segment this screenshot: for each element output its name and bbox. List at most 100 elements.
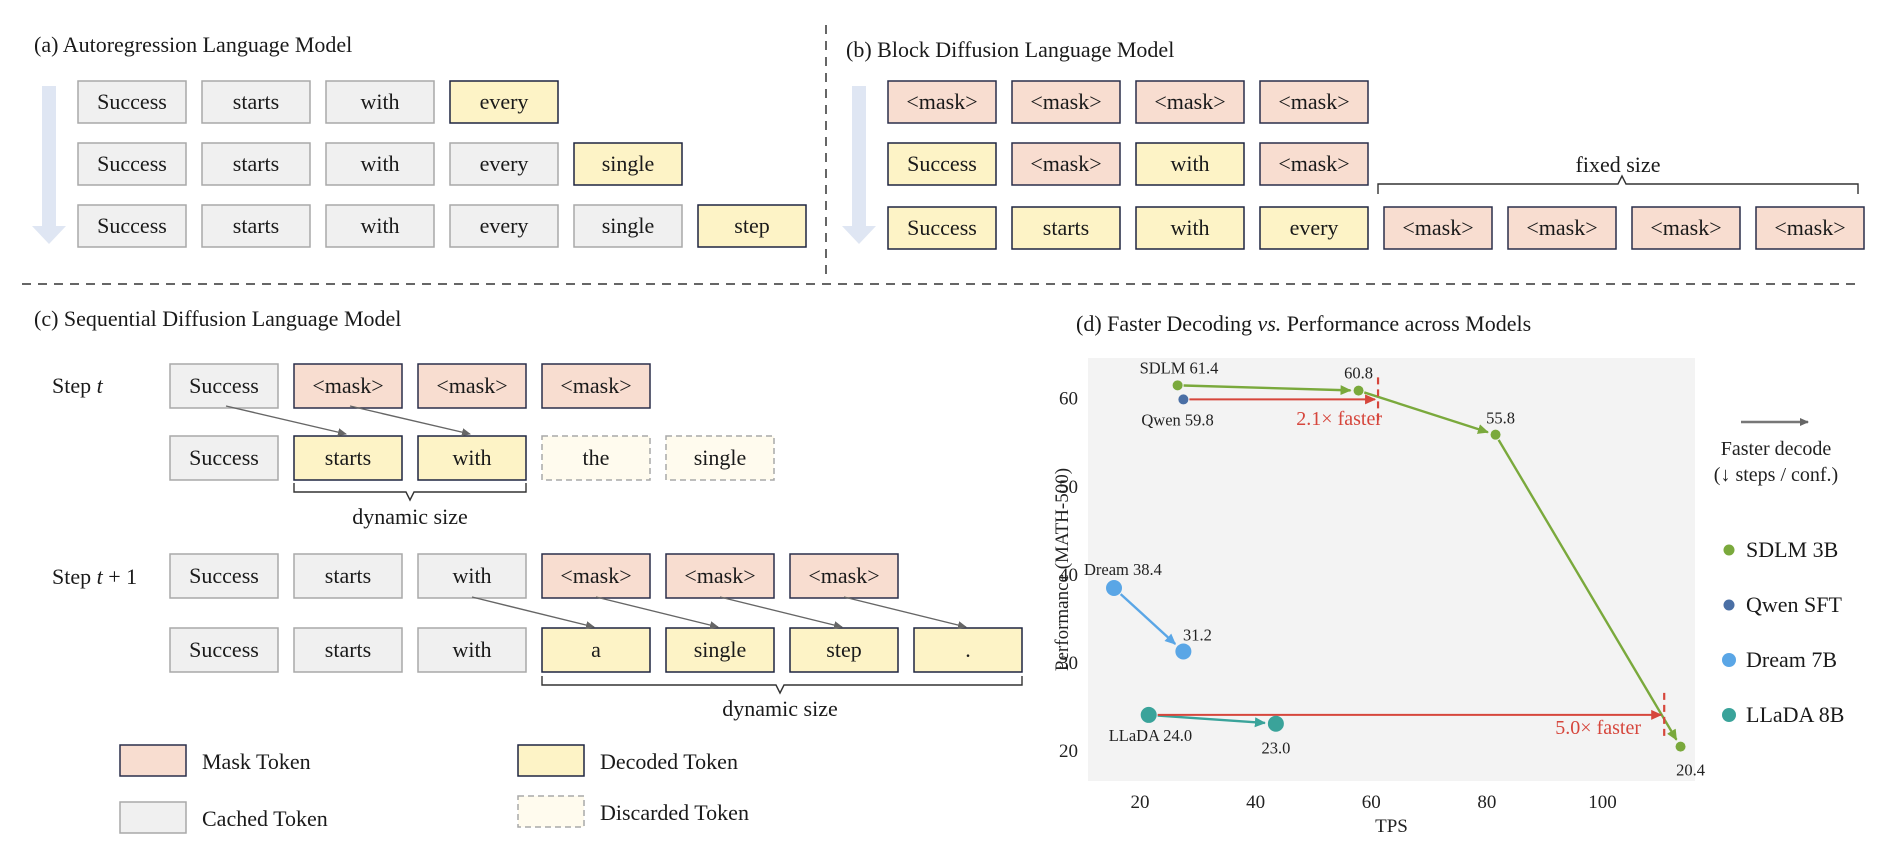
c-token-mask: <mask> [665,553,775,599]
c-token-text: step [826,637,861,662]
legend-cached-label: Cached Token [202,806,328,831]
a-token-cached: starts [201,80,311,124]
a-token-text: single [602,151,655,176]
c-token-cached: with [417,553,527,599]
trajectory-arrow [1157,714,1266,728]
panel-c-tokens: Success <mask> <mask> <mask> Success starts wi… [169,363,1023,673]
dynamic-size-label-2: dynamic size [722,696,837,721]
panel-c-title: (c) Sequential Diffusion Language Model [34,306,401,331]
b-token-text: with [1170,215,1209,240]
legend-mask-swatch [119,744,187,777]
chart-legend-marker [1722,708,1736,722]
a-token-text: with [360,213,399,238]
arrow-step-t-2 [349,405,471,437]
point-label: Qwen 59.8 [1141,410,1213,429]
b-token-mask: <mask> [1755,206,1865,250]
c-token-text: with [452,445,491,470]
panel-d-title: (d) Faster Decoding vs. Performance acro… [1076,311,1531,336]
chart-legend-label: Qwen SFT [1746,592,1843,617]
b-token-decoded: starts [1011,206,1121,250]
plot-area [1088,358,1695,781]
b-token-mask: <mask> [1631,206,1741,250]
y-tick-label: 20 [1059,741,1078,762]
c-token-text: starts [325,445,371,470]
x-tick-label: 40 [1246,792,1265,813]
data-point [1106,580,1123,597]
point-label: Dream 38.4 [1084,560,1162,579]
c-token-text: . [965,637,971,662]
chart-legend-marker [1723,544,1735,556]
b-token-decoded: every [1259,206,1369,250]
c-token-text: <mask> [312,373,383,398]
step-t-label: Step t [52,373,104,398]
x-tick-label: 20 [1131,792,1150,813]
x-tick-label: 100 [1588,792,1617,813]
a-token-text: every [480,213,529,238]
a-token-cached: with [325,142,435,186]
progress-arrow-a [32,86,66,244]
chart-legend-marker [1723,599,1735,611]
y-axis-label: Performance (MATH-500) [1052,468,1073,671]
a-token-text: single [602,213,655,238]
c-token-discarded: the [541,435,651,481]
fixed-size-label: fixed size [1576,152,1661,177]
b-token-text: <mask> [1526,215,1597,240]
a-token-cached: with [325,80,435,124]
b-token-text: every [1290,215,1339,240]
c-token-text: starts [325,563,371,588]
c-token-text: a [591,637,601,662]
b-token-text: starts [1043,215,1089,240]
a-token-decoded: step [697,204,807,248]
point-label: 20.4 [1676,761,1705,780]
faster-decode-note: (↓ steps / conf.) [1714,464,1838,486]
y-tick-label: 30 [1059,653,1078,674]
a-token-text: starts [233,89,279,114]
data-point [1175,643,1192,660]
b-token-text: <mask> [1278,89,1349,114]
dynamic-size-label-1: dynamic size [352,504,467,529]
b-token-text: <mask> [1774,215,1845,240]
point-label: 55.8 [1486,409,1515,428]
legend-mask-label: Mask Token [202,749,311,774]
legend-discarded-swatch [517,795,585,828]
b-token-mask: <mask> [1135,80,1245,124]
y-tick-label: 40 [1059,565,1078,586]
c-token-cached: Success [169,435,279,481]
a-token-cached: with [325,204,435,248]
legend: Mask Token Cached Token Decoded Token Di… [119,744,749,834]
c-token-decoded: starts [293,435,403,481]
b-token-text: <mask> [1278,151,1349,176]
c-token-text: single [694,445,747,470]
data-point [1140,706,1157,723]
b-token-mask: <mask> [1011,80,1121,124]
c-token-decoded: step [789,627,899,673]
a-token-cached: every [449,204,559,248]
a-token-text: every [480,151,529,176]
x-axis-label: TPS [1375,816,1408,837]
a-token-cached: single [573,204,683,248]
x-tick-label: 80 [1477,792,1496,813]
point-label: 60.8 [1344,364,1373,383]
chart-legend-marker [1722,653,1736,667]
c-token-mask: <mask> [541,363,651,409]
data-point [1172,380,1183,391]
a-token-decoded: single [573,142,683,186]
c-token-mask: <mask> [541,553,651,599]
a-token-text: Success [97,151,167,176]
a-token-text: every [480,89,529,114]
a-token-text: with [360,151,399,176]
c-token-text: <mask> [560,373,631,398]
dynamic-size-brace-1 [293,483,527,502]
chart-legend-label: LLaDA 8B [1746,702,1844,727]
c-token-cached: Success [169,627,279,673]
c-token-text: the [583,445,610,470]
data-point [1178,394,1189,405]
c-token-mask: <mask> [293,363,403,409]
b-token-text: <mask> [1030,89,1101,114]
point-label: SDLM 61.4 [1140,358,1219,377]
a-token-cached: Success [77,204,187,248]
b-token-decoded: with [1135,142,1245,186]
legend-cached-swatch [119,801,187,834]
